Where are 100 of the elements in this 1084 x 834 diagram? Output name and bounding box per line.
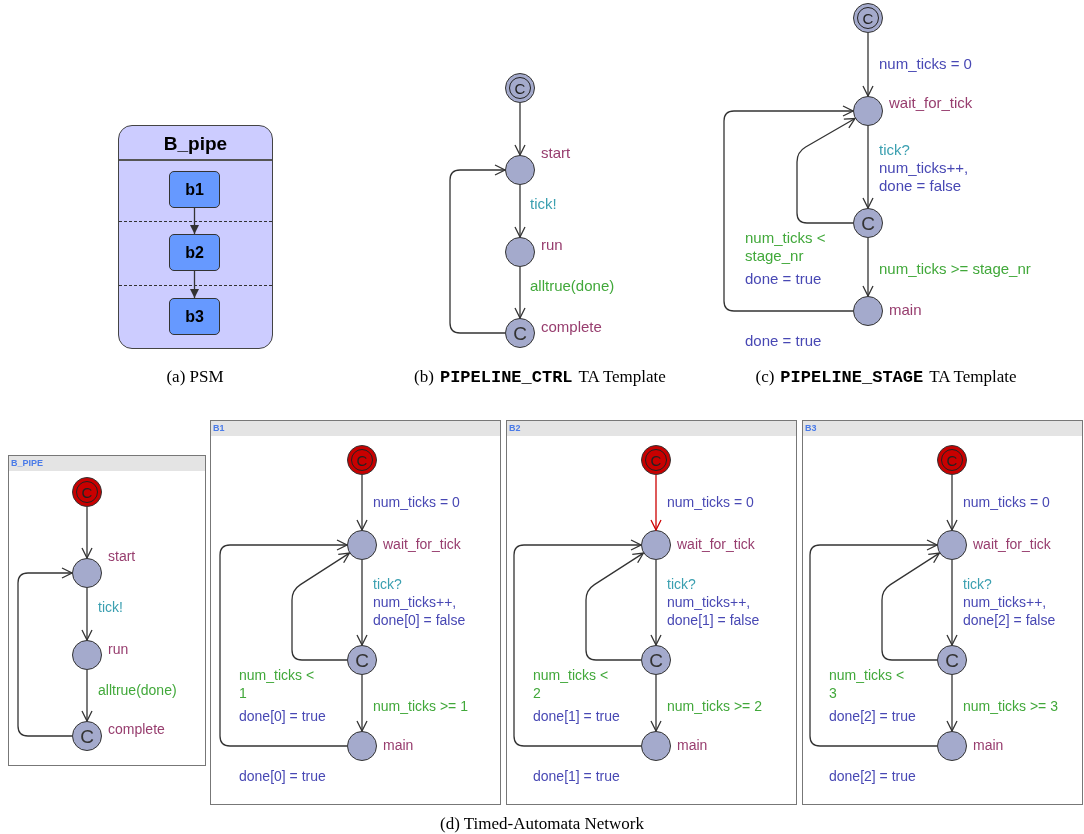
guard-label: alltrue(done): [530, 277, 615, 295]
transition-arrow: [862, 125, 874, 209]
sync-label: tick?: [667, 575, 696, 593]
automaton-panel: [506, 420, 797, 805]
automaton-panel: [802, 420, 1083, 805]
initial-location: C: [347, 445, 377, 475]
transition-arrow: [356, 474, 368, 531]
substate-box: b3: [169, 298, 220, 335]
update-label: num_ticks++, done[1] = false: [667, 593, 761, 629]
transition-arrow: [449, 164, 506, 334]
update-label: done[0] = true: [239, 767, 326, 785]
transition-arrow: [650, 474, 662, 531]
update-label: done = true: [745, 332, 822, 350]
location-name: start: [108, 547, 136, 565]
figure-caption: TA Template: [578, 366, 666, 388]
transition-arrow: [514, 184, 526, 238]
committed-location: C: [937, 645, 967, 675]
guard-label: alltrue(done): [98, 681, 177, 699]
update-label: num_ticks = 0: [963, 492, 1050, 511]
initial-location: C: [72, 477, 102, 507]
panel-header: B3: [803, 421, 1082, 436]
update-label: num_ticks = 0: [667, 492, 754, 511]
transition-arrow: [190, 270, 199, 299]
initial-location: C: [853, 3, 883, 33]
update-label: done[2] = true: [829, 707, 916, 725]
transition-arrow: [881, 552, 941, 661]
transition-arrow: [862, 32, 874, 97]
figure-caption: (b): [414, 366, 434, 388]
location-name: wait_for_tick: [889, 94, 973, 112]
transition-arrow: [81, 506, 93, 559]
committed-location: C: [347, 645, 377, 675]
transition-arrow: [650, 559, 662, 646]
state-title: B_pipe: [119, 126, 272, 161]
location-name: complete: [541, 318, 602, 336]
transition-arrow: [514, 266, 526, 319]
transition-arrow: [513, 539, 642, 747]
location-name: wait_for_tick: [677, 535, 755, 553]
figure-caption: TA Template: [929, 366, 1017, 388]
committed-location: C: [853, 208, 883, 238]
transition-arrow: [190, 207, 199, 235]
committed-location: C: [72, 721, 102, 751]
transition-arrow: [81, 587, 93, 641]
transition-arrow: [585, 552, 645, 661]
update-label: num_ticks = 0: [373, 492, 460, 511]
panel-header: B2: [507, 421, 796, 436]
transition-arrow: [809, 539, 938, 747]
update-label: num_ticks++, done[0] = false: [373, 593, 467, 629]
guard-label: num_ticks < stage_nr: [745, 229, 827, 265]
transition-arrow: [946, 674, 958, 732]
figure-caption: (c): [755, 366, 775, 388]
location-name: main: [383, 736, 414, 754]
initial-location: C: [641, 445, 671, 475]
update-label: done[2] = true: [829, 767, 916, 785]
transition-arrow: [514, 102, 526, 156]
update-label: done[0] = true: [239, 707, 326, 725]
transition-arrow: [291, 552, 351, 661]
location-name: main: [889, 301, 922, 319]
location-name: run: [541, 236, 563, 254]
sync-label: tick?: [879, 141, 910, 159]
initial-location: C: [937, 445, 967, 475]
location-name: main: [973, 736, 1004, 754]
substate-box: b2: [169, 234, 220, 271]
guard-label: num_ticks < 1: [239, 666, 316, 702]
figure-caption: (a) PSM: [166, 366, 224, 388]
transition-arrow: [356, 559, 368, 646]
panel-header: B1: [211, 421, 500, 436]
automaton-panel: [8, 455, 206, 766]
location-name: start: [541, 144, 571, 162]
location-name: run: [108, 640, 129, 658]
automaton-panel: [210, 420, 501, 805]
transition-arrow: [946, 559, 958, 646]
guard-label: num_ticks >= stage_nr: [879, 260, 1031, 278]
template-name: PIPELINE_STAGE: [780, 367, 924, 389]
location-name: complete: [108, 720, 165, 738]
guard-label: num_ticks >= 2: [667, 697, 762, 715]
location-name: main: [677, 736, 708, 754]
update-label: done = true: [745, 270, 822, 288]
guard-label: num_ticks < 2: [533, 666, 610, 702]
transition-arrow: [796, 117, 856, 224]
transition-arrow: [862, 237, 874, 297]
update-label: done[1] = true: [533, 707, 620, 725]
guard-label: num_ticks < 3: [829, 666, 906, 702]
initial-location: C: [505, 73, 535, 103]
guard-label: num_ticks >= 3: [963, 697, 1058, 715]
sync-label: tick!: [530, 195, 557, 213]
transition-arrow: [81, 669, 93, 722]
state-box: [118, 125, 273, 349]
committed-location: C: [641, 645, 671, 675]
update-label: num_ticks++, done = false: [879, 159, 970, 195]
update-label: num_ticks = 0: [879, 54, 972, 73]
transition-arrow: [17, 567, 73, 737]
template-name: PIPELINE_CTRL: [439, 367, 573, 389]
update-label: done[1] = true: [533, 767, 620, 785]
transition-arrow: [650, 674, 662, 732]
committed-location: C: [505, 318, 535, 348]
guard-label: num_ticks >= 1: [373, 697, 468, 715]
transition-arrow: [219, 539, 348, 747]
sync-label: tick!: [98, 598, 123, 616]
transition-arrow: [723, 105, 854, 312]
transition-arrow: [946, 474, 958, 531]
